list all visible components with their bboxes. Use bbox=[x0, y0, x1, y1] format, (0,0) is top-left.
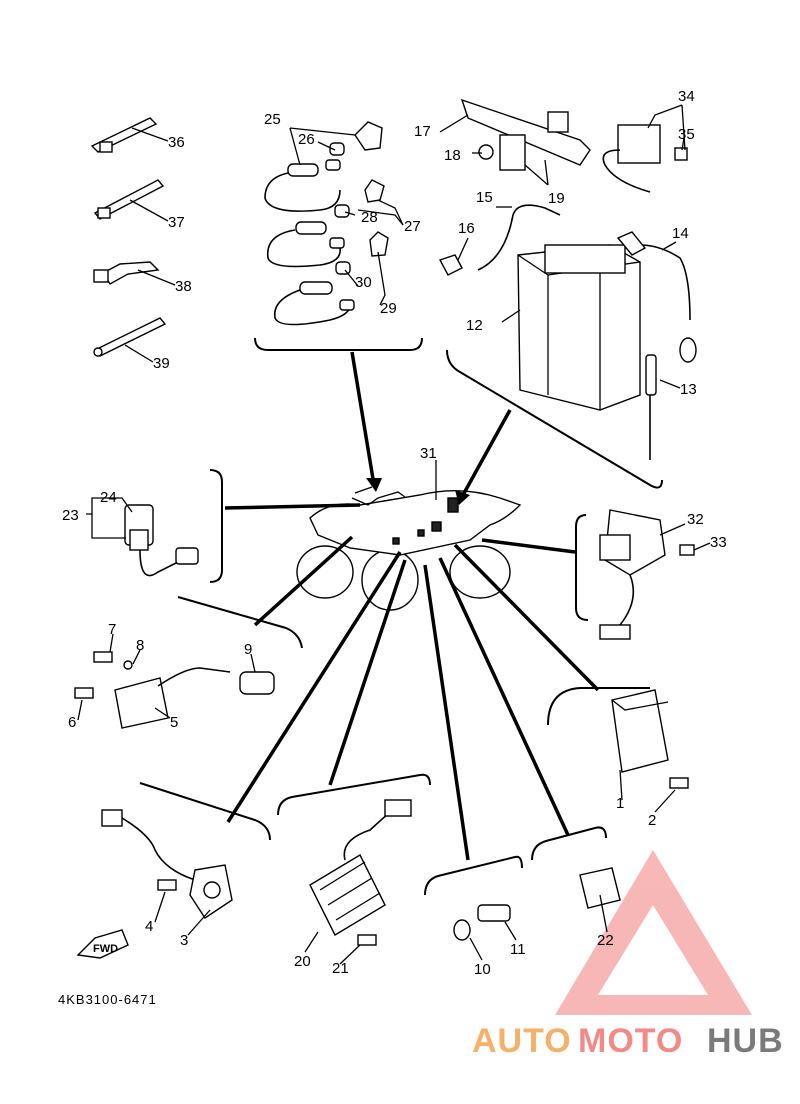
callout-6: 6 bbox=[68, 714, 76, 731]
battery bbox=[438, 204, 697, 460]
callout-13: 13 bbox=[680, 381, 697, 398]
callout-20: 20 bbox=[294, 953, 311, 970]
callout-14: 14 bbox=[672, 225, 689, 242]
battery-bracket-relay bbox=[460, 98, 688, 193]
callout-5: 5 bbox=[170, 714, 178, 731]
callout-21: 21 bbox=[332, 960, 349, 977]
leader-lines bbox=[224, 351, 600, 861]
watermark-logo: AUTO MOTO HUB bbox=[472, 1022, 784, 1060]
callout-17: 17 bbox=[414, 123, 431, 140]
callout-18: 18 bbox=[444, 147, 461, 164]
callout-2: 2 bbox=[648, 812, 656, 829]
callout-25: 25 bbox=[264, 111, 281, 128]
right-unit-cdi bbox=[599, 509, 695, 640]
callout-15: 15 bbox=[476, 189, 493, 206]
sensor-switch bbox=[453, 904, 511, 941]
callout-12: 12 bbox=[466, 317, 483, 334]
callout-3: 3 bbox=[180, 932, 188, 949]
cable-ties bbox=[90, 117, 167, 357]
callout-4: 4 bbox=[145, 918, 153, 935]
callout-37: 37 bbox=[168, 214, 185, 231]
callout-22: 22 bbox=[597, 932, 614, 949]
rectifier-regulator bbox=[309, 799, 412, 946]
callout-39: 39 bbox=[153, 355, 170, 372]
callout-28: 28 bbox=[361, 209, 378, 226]
relay-22 bbox=[579, 867, 621, 909]
callout-10: 10 bbox=[474, 961, 491, 978]
callout-7: 7 bbox=[108, 621, 116, 638]
callout-27: 27 bbox=[404, 218, 421, 235]
callout-29: 29 bbox=[380, 300, 397, 317]
main-switch bbox=[124, 504, 199, 577]
watermark-triangle bbox=[555, 850, 752, 1015]
callout-11: 11 bbox=[510, 941, 526, 958]
pickup-coil bbox=[101, 809, 233, 919]
callout-26: 26 bbox=[298, 131, 315, 148]
callout-35: 35 bbox=[678, 126, 695, 143]
callout-34: 34 bbox=[678, 88, 695, 105]
callout-23: 23 bbox=[62, 507, 79, 524]
watermark-auto: AUTO bbox=[472, 1022, 572, 1060]
ignition-coil bbox=[74, 651, 275, 729]
callout-leaders bbox=[77, 104, 711, 965]
callout-8: 8 bbox=[136, 637, 144, 654]
group-brackets bbox=[139, 337, 663, 896]
callout-30: 30 bbox=[355, 274, 372, 291]
callout-1: 1 bbox=[616, 795, 624, 812]
callout-36: 36 bbox=[168, 134, 185, 151]
fwd-arrow: FWD bbox=[76, 929, 129, 959]
diagram-code: 4KB3100-6471 bbox=[58, 992, 157, 1007]
callout-labels: 36 37 38 39 25 26 28 27 30 29 17 18 19 3… bbox=[62, 88, 727, 978]
callout-32: 32 bbox=[687, 511, 704, 528]
callout-31: 31 bbox=[420, 445, 437, 462]
watermark-hub: HUB bbox=[707, 1022, 784, 1060]
callout-9: 9 bbox=[244, 641, 252, 658]
callout-16: 16 bbox=[458, 220, 475, 237]
callout-24: 24 bbox=[100, 489, 117, 506]
callout-38: 38 bbox=[175, 278, 192, 295]
fwd-label: FWD bbox=[93, 943, 118, 955]
right-unit-1 bbox=[611, 689, 689, 789]
watermark-moto: MOTO bbox=[578, 1022, 683, 1060]
callout-19: 19 bbox=[548, 190, 565, 207]
callout-33: 33 bbox=[710, 534, 727, 551]
